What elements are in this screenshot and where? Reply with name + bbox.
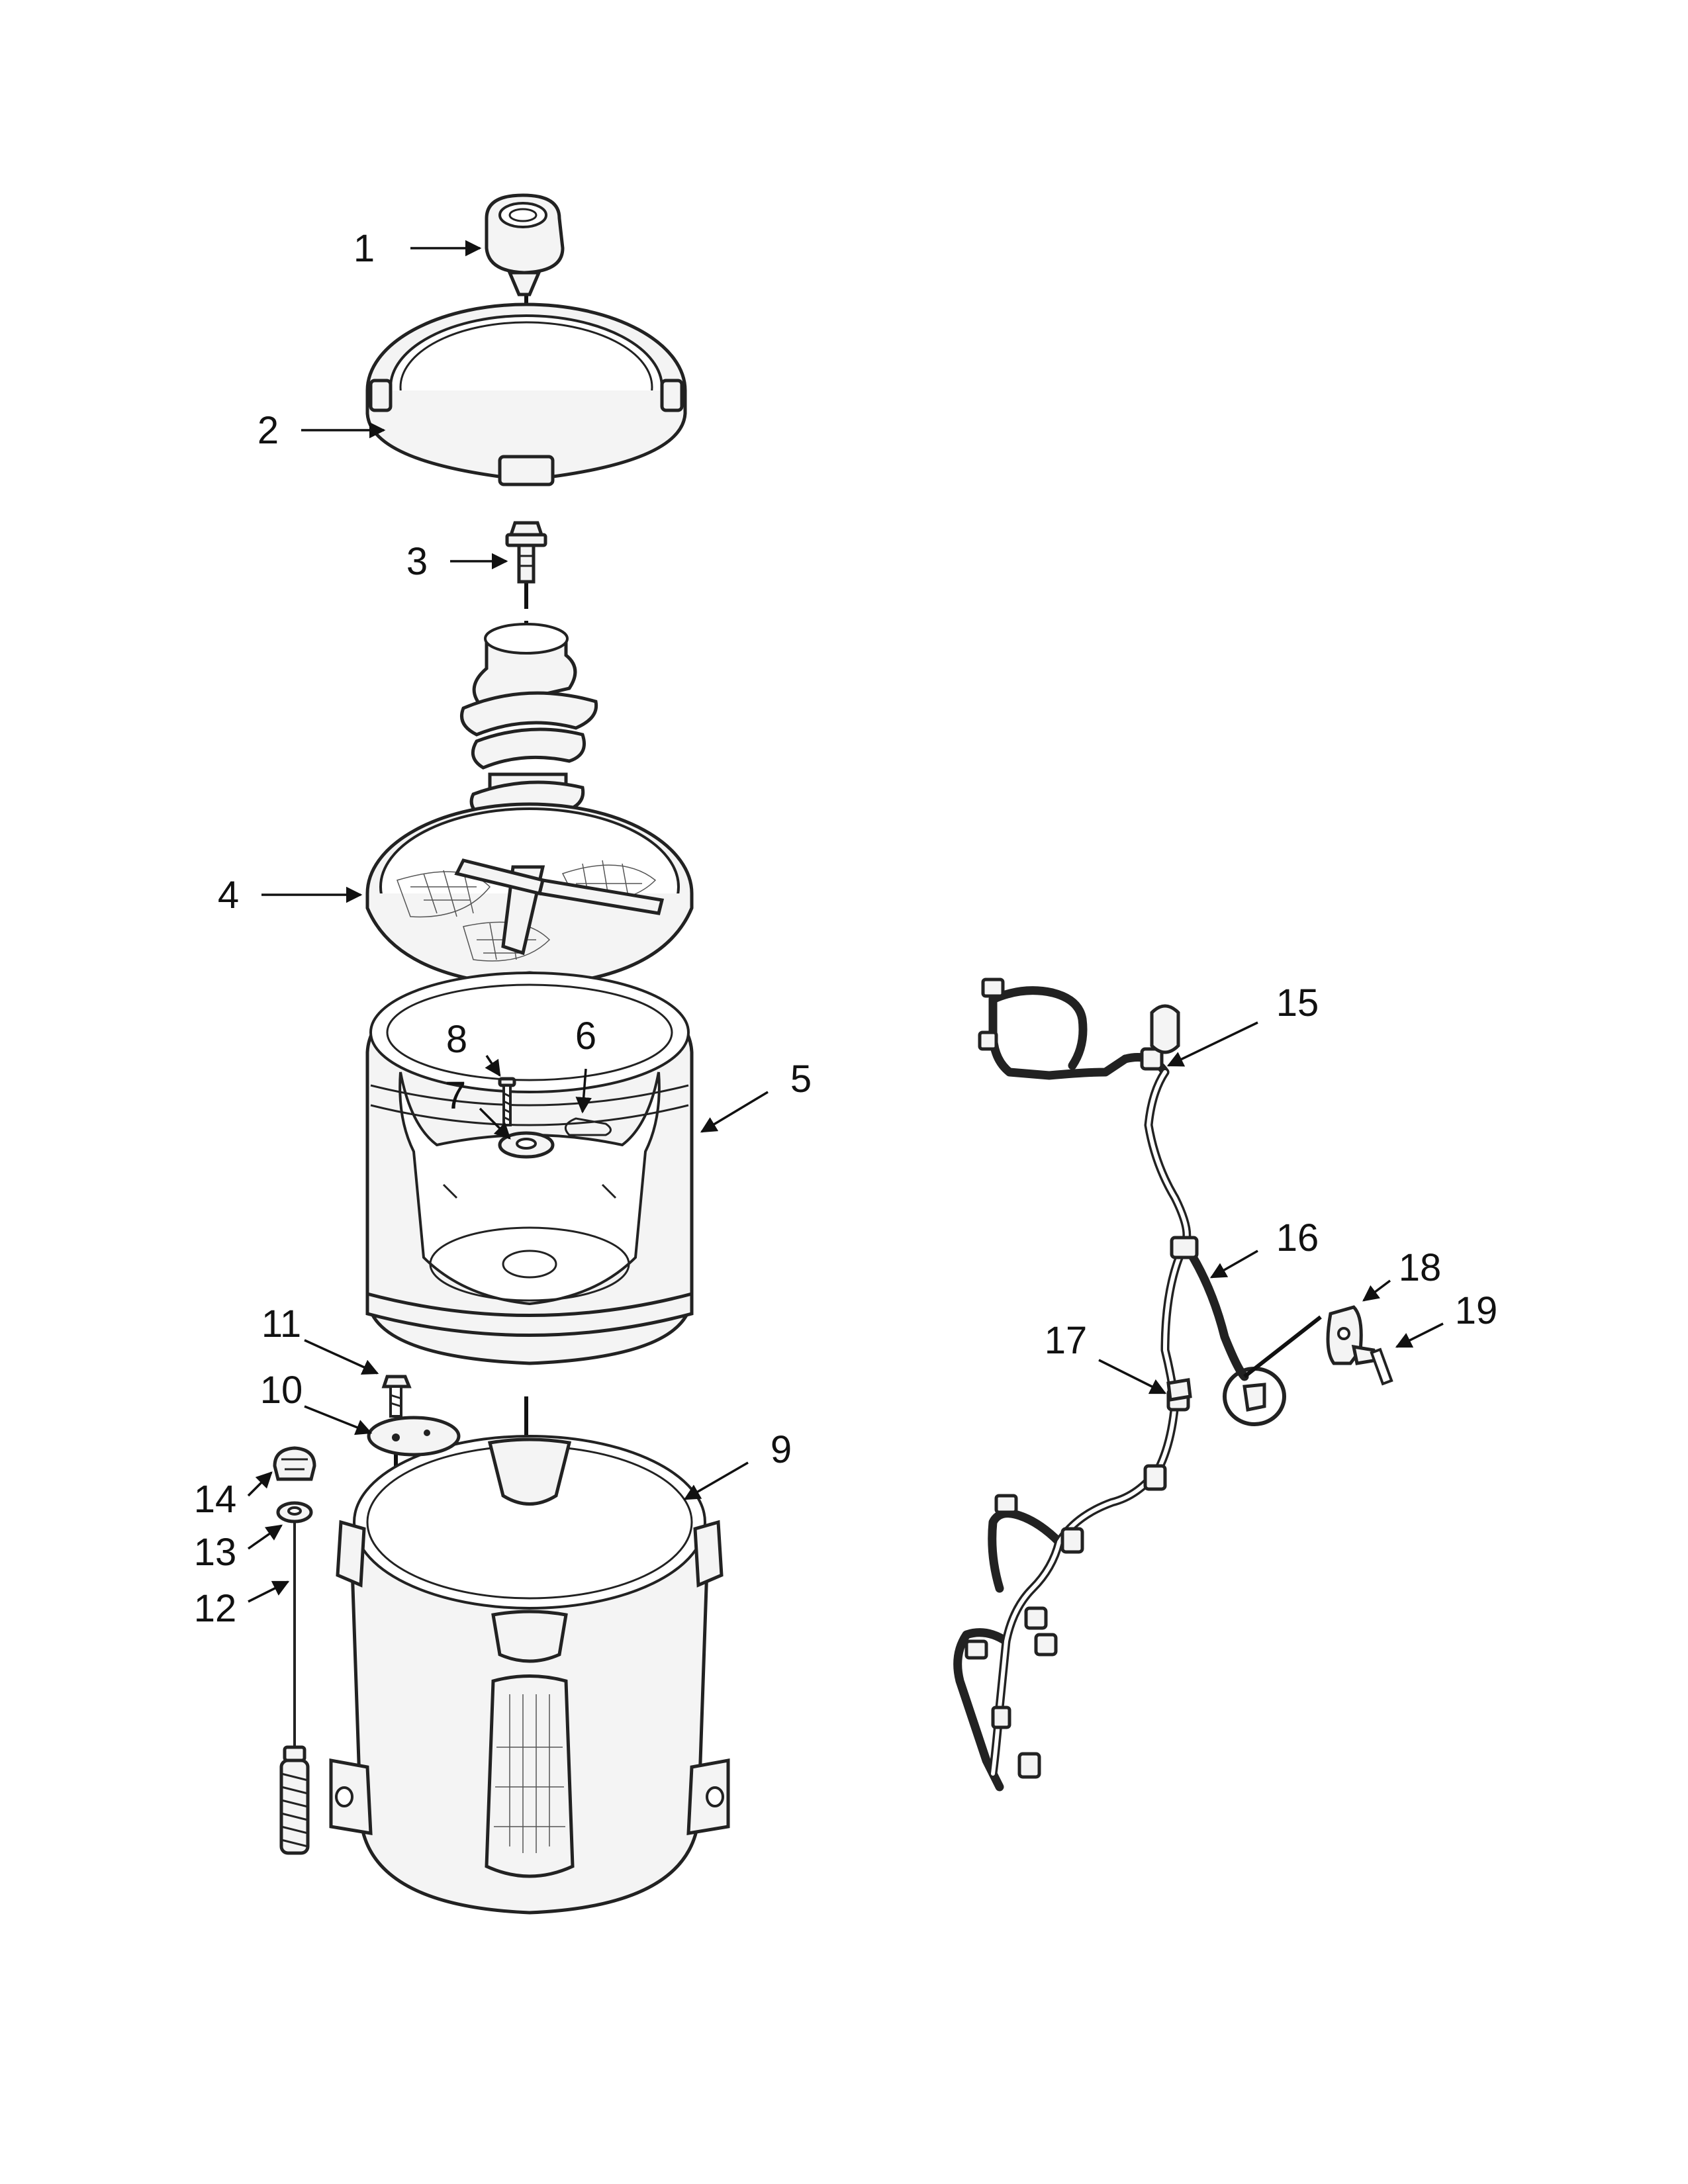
part-15-wire-harness	[953, 978, 1249, 1792]
callout-4: 4	[218, 874, 239, 917]
part-8-screw	[498, 1077, 516, 1126]
callout-10: 10	[260, 1369, 303, 1412]
callout-3: 3	[406, 540, 428, 583]
callout-15: 15	[1276, 981, 1319, 1024]
part-12-suspension-rod	[279, 1522, 310, 1855]
callout-18: 18	[1399, 1246, 1442, 1289]
callout-12: 12	[194, 1587, 237, 1630]
part-10-cover	[367, 1416, 461, 1457]
part-13-nut	[276, 1501, 313, 1524]
callout-2: 2	[258, 409, 279, 452]
callout-9: 9	[771, 1428, 792, 1471]
callout-16: 16	[1276, 1216, 1319, 1259]
part-11-screw	[381, 1375, 412, 1418]
part-9-outer-tub	[329, 1435, 730, 1915]
leader-arrows	[247, 240, 1444, 1603]
callout-labels: 1 2 3 4 5 6 7 8 9 10 11 12 13 14 15 16 1…	[194, 227, 1498, 1630]
callout-14: 14	[194, 1478, 237, 1521]
part-1-agitator-cap	[485, 193, 565, 296]
part-7-washer	[498, 1131, 555, 1159]
part-16-harness-branch	[1223, 1367, 1286, 1426]
callout-8: 8	[446, 1018, 467, 1061]
callout-17: 17	[1045, 1319, 1088, 1362]
part-4-impeller	[365, 802, 694, 988]
callout-13: 13	[194, 1531, 237, 1574]
callout-5: 5	[790, 1058, 812, 1101]
part-14-cap	[273, 1446, 316, 1481]
part-19-screw	[1351, 1344, 1393, 1386]
part-6-clip	[564, 1117, 612, 1136]
part-3-bolt	[505, 521, 547, 584]
callout-1: 1	[353, 227, 375, 270]
part-5-wash-basket	[365, 971, 694, 1365]
callout-11: 11	[261, 1302, 301, 1345]
callout-7: 7	[445, 1074, 466, 1117]
callout-19: 19	[1455, 1289, 1498, 1332]
part-2-tub-ring	[365, 302, 687, 486]
part-17-clip	[1166, 1378, 1192, 1402]
callout-6: 6	[575, 1015, 596, 1058]
